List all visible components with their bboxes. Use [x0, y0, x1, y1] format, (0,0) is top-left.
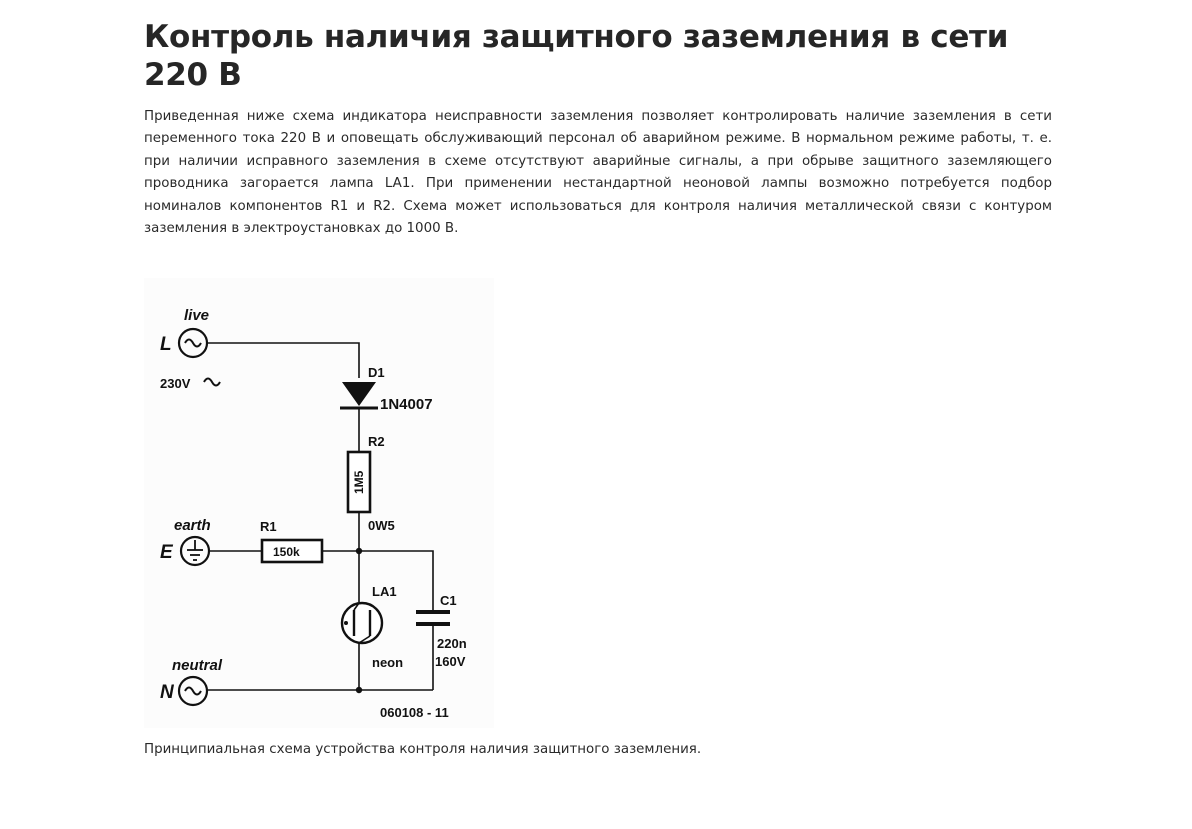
R2-power-rating: 0W5: [368, 518, 395, 533]
earth-label: earth: [174, 517, 211, 534]
schematic-svg: live L 230V D1 1N4007 R2 1M5 0W5: [144, 278, 494, 728]
figure-caption: Принципиальная схема устройства контроля…: [144, 742, 702, 757]
circuit-schematic: live L 230V D1 1N4007 R2 1M5 0W5: [144, 278, 494, 728]
neon-label: neon: [372, 655, 403, 670]
C1-value: 220n: [437, 636, 467, 651]
N-terminal-label: N: [160, 682, 175, 703]
voltage-label: 230V: [160, 376, 191, 391]
junction-dot-top: [355, 547, 363, 555]
D1-part-number: 1N4007: [380, 396, 433, 413]
live-label: live: [184, 307, 209, 324]
figure-code: 060108 - 11: [380, 705, 449, 720]
neutral-label: neutral: [172, 657, 223, 674]
junction-dot-bottom: [355, 686, 363, 694]
article-title: Контроль наличия защитного заземления в …: [144, 19, 1009, 93]
C1-label: C1: [440, 593, 457, 608]
live-wire: [207, 342, 360, 378]
ac-tilde-icon: [203, 377, 221, 387]
neutral-terminal-icon: [177, 675, 209, 707]
R2-label: R2: [368, 434, 385, 449]
R1-label: R1: [260, 519, 277, 534]
D1-label: D1: [368, 365, 385, 380]
R1-value: 150k: [273, 545, 300, 559]
R2-value: 1M5: [352, 470, 366, 494]
E-terminal-label: E: [160, 542, 174, 563]
C1-voltage-rating: 160V: [435, 654, 466, 669]
LA1-label: LA1: [372, 584, 397, 599]
neon-lamp-LA1-icon: [340, 601, 384, 645]
article-intro: Приведенная ниже схема индикатора неиспр…: [144, 109, 1052, 237]
L-terminal-label: L: [160, 334, 172, 355]
